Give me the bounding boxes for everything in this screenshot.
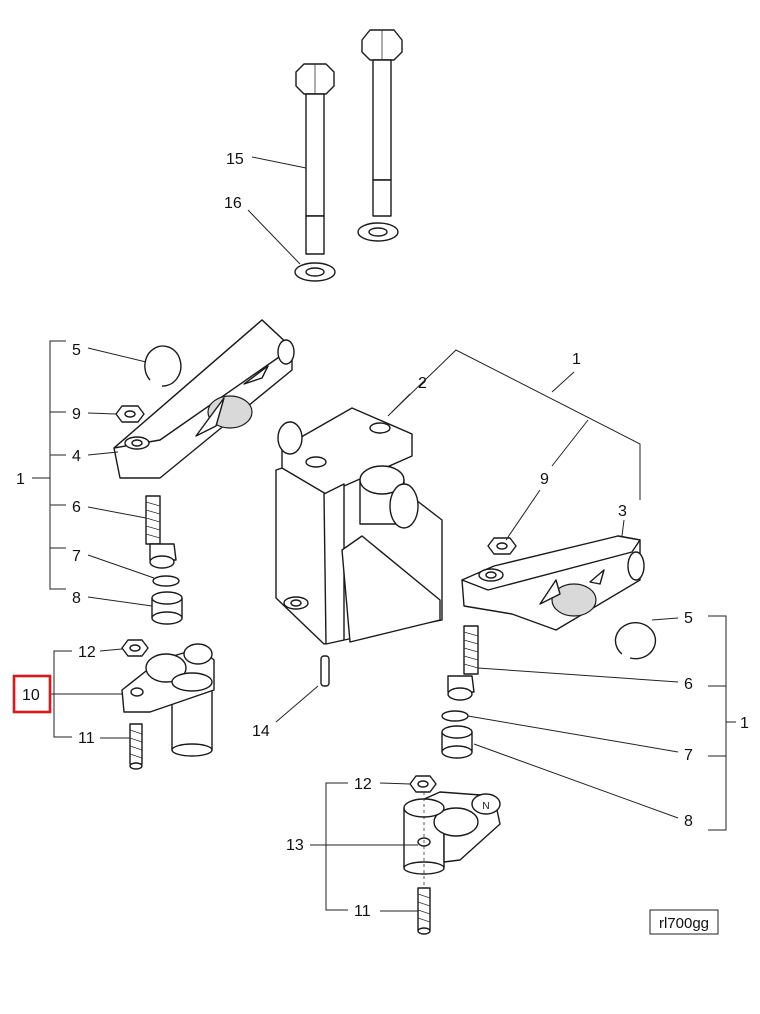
washer-left[interactable]: [294, 262, 336, 282]
washer-right[interactable]: [357, 222, 399, 242]
o-ring-left[interactable]: [152, 575, 180, 587]
o-ring-right[interactable]: [441, 710, 469, 722]
leader-lines: [32, 156, 736, 912]
adjusting-screw-left[interactable]: [145, 495, 177, 569]
label-15: 15: [226, 151, 244, 168]
label-6-right: 6: [684, 676, 693, 693]
bracket-left[interactable]: [121, 643, 215, 757]
label-14: 14: [252, 723, 270, 740]
label-12-bottom: 12: [354, 776, 372, 793]
svg-text:N: N: [482, 801, 489, 812]
label-11-left: 11: [78, 730, 95, 747]
label-10: 10: [22, 687, 40, 704]
rocker-support[interactable]: [275, 407, 443, 645]
highlight-box-10: [12, 674, 52, 714]
label-13: 13: [286, 837, 304, 854]
rocker-arm-right[interactable]: [461, 535, 645, 631]
label-2: 2: [418, 375, 427, 392]
label-12-left: 12: [78, 644, 96, 661]
screw-left-bracket[interactable]: [129, 723, 143, 770]
rocker-arm-left[interactable]: [113, 319, 295, 479]
retaining-ring-right[interactable]: [614, 621, 657, 660]
bracket-bottom[interactable]: N: [403, 791, 501, 875]
bushing-right[interactable]: [441, 725, 473, 759]
bushing-left[interactable]: [151, 591, 183, 625]
nut-left-arm[interactable]: [115, 405, 145, 423]
nut-left-bracket[interactable]: [121, 639, 149, 657]
label-1-top: 1: [572, 351, 581, 368]
label-8-right: 8: [684, 813, 693, 830]
label-4: 4: [72, 448, 81, 465]
long-bolt-right[interactable]: [361, 29, 403, 217]
callout-labels: 15 16 5 9 4 1 6 7 8 12 10 11 2 1 9 3 5 6…: [12, 151, 749, 920]
adjusting-screw-right[interactable]: [447, 625, 479, 701]
label-8-left: 8: [72, 590, 81, 607]
label-16: 16: [224, 195, 242, 212]
label-7-left: 7: [72, 548, 81, 565]
retaining-ring-left[interactable]: [144, 345, 182, 387]
label-6-left: 6: [72, 499, 81, 516]
long-bolt-left[interactable]: [295, 63, 335, 255]
label-3: 3: [618, 503, 627, 520]
nut-right-arm[interactable]: [487, 537, 517, 555]
label-11-bottom: 11: [354, 903, 371, 920]
label-1-left: 1: [16, 471, 25, 488]
reference-code-box: rl700gg: [649, 909, 719, 935]
dowel-pin[interactable]: [320, 655, 330, 687]
screw-bottom-bracket[interactable]: [417, 887, 431, 935]
label-5-right: 5: [684, 610, 693, 627]
label-9-right: 9: [540, 471, 549, 488]
label-9-left: 9: [72, 406, 81, 423]
label-5-left: 5: [72, 342, 81, 359]
reference-code: rl700gg: [659, 915, 709, 932]
label-7-right: 7: [684, 747, 693, 764]
nut-bottom-bracket[interactable]: [409, 775, 437, 793]
label-1-right: 1: [740, 715, 749, 732]
